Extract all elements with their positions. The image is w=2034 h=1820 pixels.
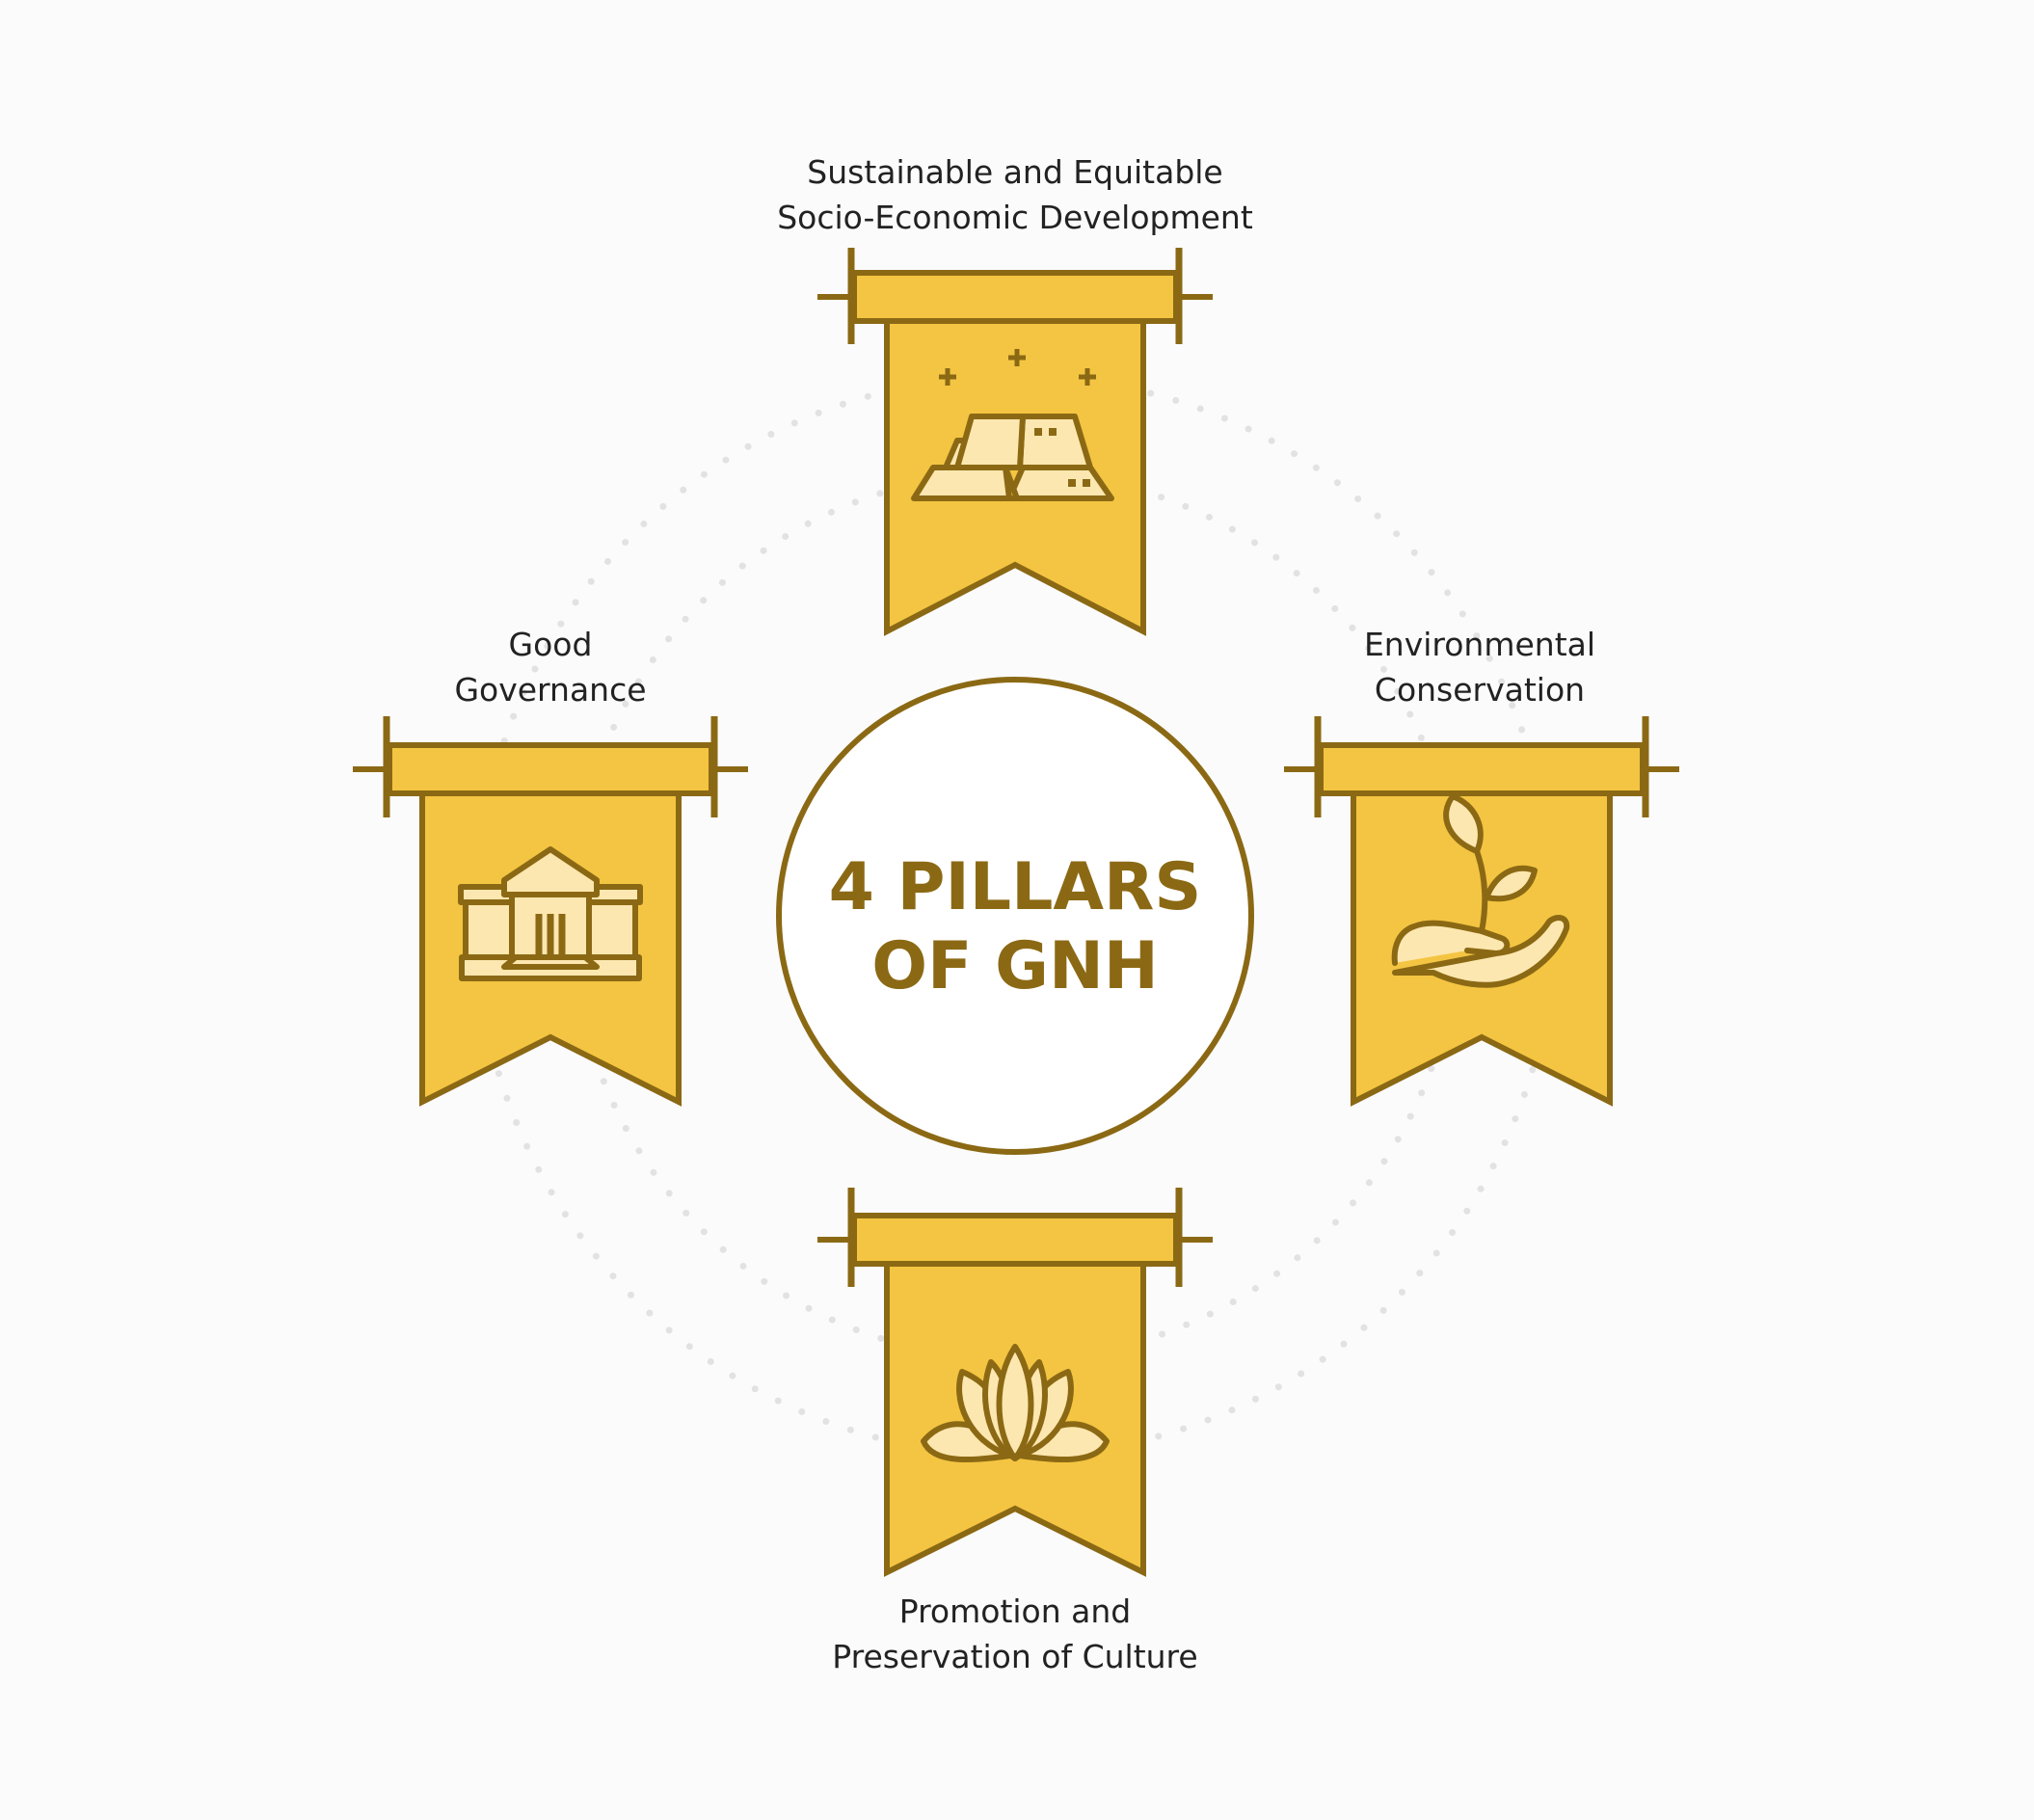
center-title-line2: OF GNH	[871, 928, 1159, 1004]
pillar-label-line2: Socio-Economic Development	[777, 199, 1253, 236]
pillar-label-line2: Preservation of Culture	[832, 1638, 1197, 1675]
pillar-label-right: Environmental Conservation	[1364, 626, 1595, 709]
banner-rod	[817, 1188, 1213, 1287]
pillar-label-line1: Good	[509, 626, 593, 663]
pillar-label-line1: Promotion and	[899, 1592, 1131, 1630]
banner-rod	[817, 248, 1213, 344]
banner-rod	[353, 716, 748, 817]
pillar-label-line1: Environmental	[1364, 626, 1595, 663]
banner-rod	[1284, 716, 1679, 817]
center-circle: 4 PILLARS OF GNH	[776, 677, 1254, 1155]
hand-sprout-icon	[1391, 793, 1570, 988]
pillar-label-line2: Governance	[454, 671, 646, 709]
pillar-label-top: Sustainable and Equitable Socio-Economic…	[777, 153, 1253, 236]
center-title-line1: 4 PILLARS	[829, 849, 1202, 925]
banner-flag	[884, 318, 1146, 636]
gold-bars-icon	[911, 349, 1114, 501]
government-building-icon	[458, 846, 643, 981]
pillar-label-left: Good Governance	[454, 626, 646, 709]
banner-top	[817, 248, 1213, 636]
banner-left	[353, 716, 748, 1107]
pillar-label-line2: Conservation	[1375, 671, 1585, 709]
lotus-icon	[921, 1344, 1110, 1463]
pillar-label-bottom: Promotion and Preservation of Culture	[832, 1592, 1197, 1675]
pillar-label-line1: Sustainable and Equitable	[807, 153, 1222, 191]
banner-right	[1284, 716, 1679, 1107]
banner-bottom	[817, 1188, 1213, 1577]
